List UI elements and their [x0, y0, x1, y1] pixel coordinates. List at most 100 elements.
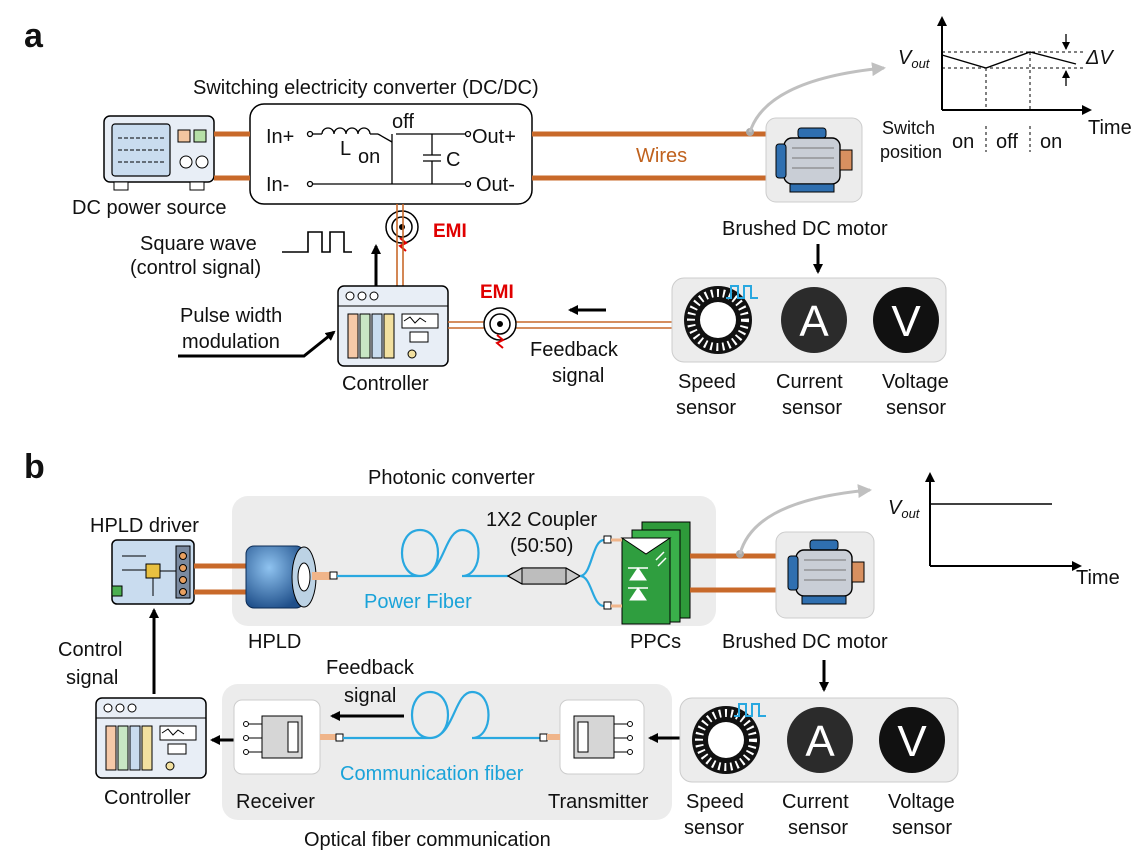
- speed-sensor-line2-a: sensor: [676, 397, 736, 419]
- terminal-in-minus: In-: [266, 174, 289, 196]
- ppc-icon: [611, 521, 691, 625]
- terminal-in-plus: In+: [266, 126, 294, 148]
- speed-sensor-line1-a: Speed: [678, 371, 736, 393]
- hpld-driver-icon: [111, 539, 195, 605]
- voltage-sensor-line2-b: sensor: [892, 817, 952, 839]
- panel-b-label: b: [24, 448, 45, 486]
- coupler-icon: [506, 567, 582, 585]
- photonic-box: [232, 496, 716, 626]
- current-sensor-icon-b: A: [787, 707, 853, 773]
- transmitter-label: Transmitter: [548, 791, 649, 813]
- vout-graph-a: [937, 16, 1092, 115]
- switch-on-label: on: [358, 146, 380, 168]
- voltage-glyph-b: V: [897, 717, 927, 766]
- current-glyph-b: A: [805, 717, 835, 766]
- vout-label-a: Vout: [898, 47, 931, 71]
- receiver-label: Receiver: [236, 791, 315, 813]
- voltage-glyph-a: V: [891, 297, 921, 346]
- coupler-line2: (50:50): [510, 535, 573, 557]
- terminal-out-plus: Out+: [472, 126, 516, 148]
- fiber-connector-3: [603, 601, 612, 610]
- hpld-label: HPLD: [248, 631, 301, 653]
- motor-label-a: Brushed DC motor: [722, 218, 888, 240]
- control-line1: Control: [58, 639, 122, 661]
- position-off: off: [996, 131, 1018, 153]
- emi-label-feedback: EMI: [480, 282, 514, 303]
- converter-title: Switching electricity converter (DC/DC): [193, 77, 539, 99]
- square-wave-line1: Square wave: [140, 233, 257, 255]
- coupler-split-fibers: [579, 538, 605, 608]
- fiber-connector-4: [335, 733, 344, 742]
- controller-label-a: Controller: [342, 373, 429, 395]
- ofc-title: Optical fiber communication: [304, 829, 551, 851]
- feedback-line2-b: signal: [344, 685, 396, 707]
- fiber-coil-icon-b: [343, 690, 540, 740]
- current-sensor-line1-b: Current: [782, 791, 849, 813]
- pwm-line1: Pulse width: [180, 305, 282, 327]
- fiber-connector-1: [329, 571, 338, 580]
- feedback-line2-a: signal: [552, 365, 604, 387]
- switch-off-label: off: [392, 111, 414, 133]
- motor-icon-b: [775, 531, 875, 619]
- hpld-driver-label: HPLD driver: [90, 515, 199, 537]
- current-sensor-line2-a: sensor: [782, 397, 842, 419]
- converter-box: [249, 103, 533, 205]
- motor-icon: [765, 117, 863, 203]
- feedback-line1-b: Feedback: [326, 657, 415, 679]
- current-sensor-line2-b: sensor: [788, 817, 848, 839]
- speed-sensor-line2-b: sensor: [684, 817, 744, 839]
- current-sensor-line1-a: Current: [776, 371, 843, 393]
- speed-sensor-icon-b: [692, 703, 766, 774]
- vout-label-b: Vout: [888, 497, 921, 521]
- coupler-line1: 1X2 Coupler: [486, 509, 598, 531]
- emi-icon-top: [385, 210, 419, 252]
- position-on-2: on: [1040, 131, 1062, 153]
- voltage-sensor-icon-b: V: [879, 707, 945, 773]
- feedback-line1-a: Feedback: [530, 339, 619, 361]
- photonic-title: Photonic converter: [368, 467, 535, 489]
- pwm-arrow: [178, 330, 336, 358]
- current-sensor-icon: A: [781, 287, 847, 353]
- inductor-label: L: [340, 138, 351, 160]
- switch-line2: position: [880, 142, 942, 162]
- transmitter-icon: [547, 699, 645, 775]
- control-line2: signal: [66, 667, 118, 689]
- time-label-a: Time: [1088, 117, 1132, 139]
- position-on-1: on: [952, 131, 974, 153]
- emi-label-top: EMI: [433, 221, 467, 242]
- capacitor-label: C: [446, 149, 460, 171]
- dc-power-source-label: DC power source: [72, 197, 227, 219]
- controller-label-b: Controller: [104, 787, 191, 809]
- voltage-sensor-line1-a: Voltage: [882, 371, 949, 393]
- wires-label: Wires: [636, 145, 687, 167]
- probe-arrow: [748, 62, 886, 133]
- delta-v-label: ΔV: [1085, 47, 1114, 69]
- receiver-icon: [233, 699, 336, 775]
- motor-label-b: Brushed DC motor: [722, 631, 888, 653]
- fiber-connector-2: [603, 535, 612, 544]
- terminal-out-minus: Out-: [476, 174, 515, 196]
- controller-icon-b: [95, 697, 207, 779]
- switch-line1: Switch: [882, 118, 935, 138]
- dc-power-source-icon: [103, 115, 215, 191]
- probe-arrow-b: [738, 484, 872, 555]
- voltage-sensor-icon: V: [873, 287, 939, 353]
- fiber-connector-5: [539, 733, 548, 742]
- fiber-coil-icon: [337, 528, 508, 578]
- speed-sensor-icon: [684, 285, 758, 354]
- time-label-b: Time: [1076, 567, 1120, 589]
- voltage-sensor-line1-b: Voltage: [888, 791, 955, 813]
- controller-icon: [337, 285, 449, 367]
- square-wave-line2: (control signal): [130, 257, 261, 279]
- square-wave-icon: [282, 231, 352, 253]
- power-fiber-label: Power Fiber: [364, 591, 472, 613]
- pwm-line2: modulation: [182, 331, 280, 353]
- voltage-sensor-line2-a: sensor: [886, 397, 946, 419]
- emi-icon-feedback: [483, 307, 517, 349]
- panel-a-label: a: [24, 17, 44, 55]
- speed-sensor-line1-b: Speed: [686, 791, 744, 813]
- converter-circuit: [306, 127, 472, 188]
- hpld-icon: [245, 545, 330, 609]
- ppcs-label: PPCs: [630, 631, 681, 653]
